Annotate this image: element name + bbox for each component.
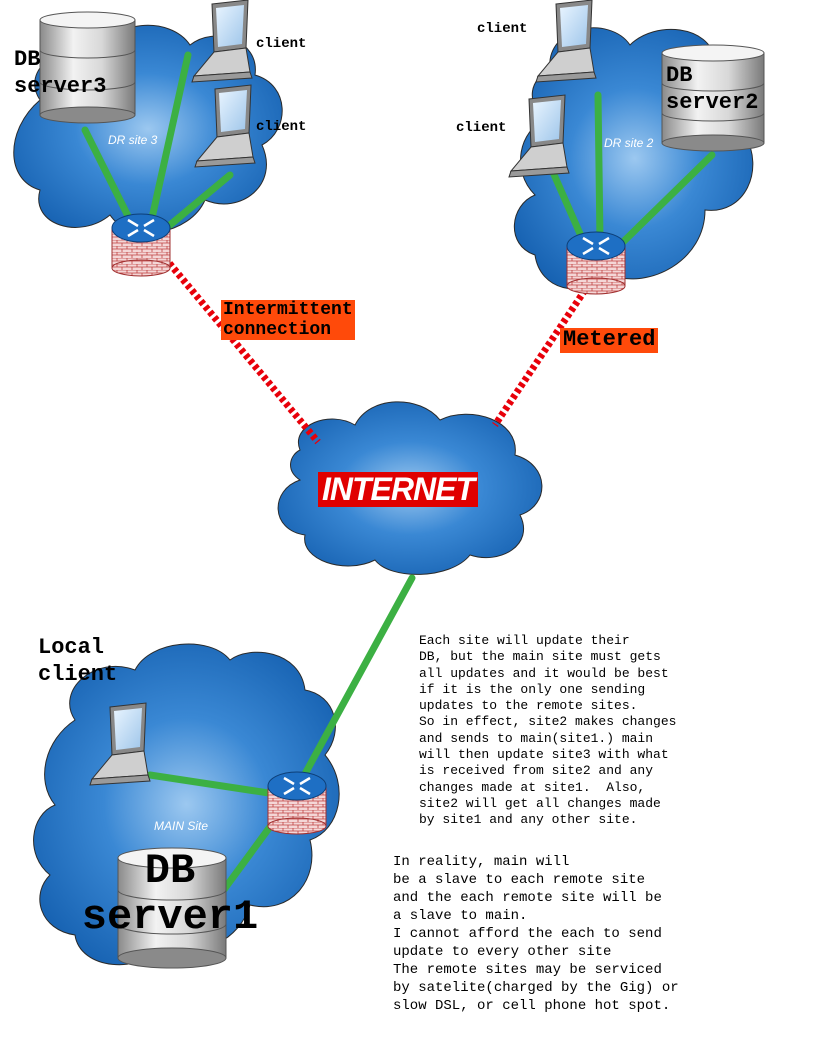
laptop-icon xyxy=(191,0,253,83)
laptop-icon xyxy=(508,94,570,178)
note-paragraph-1: Each site will update their DB, but the … xyxy=(419,633,677,828)
dr-site2-label: DR site 2 xyxy=(604,136,654,150)
note-paragraph-2: In reality, main will be a slave to each… xyxy=(393,854,679,1014)
metered-tag: Metered xyxy=(560,327,659,353)
db-server1-icon xyxy=(117,847,227,969)
local-client-label: Local client xyxy=(38,635,118,687)
router-firewall-icon xyxy=(111,213,171,277)
laptop-icon xyxy=(535,0,597,83)
laptop-icon xyxy=(194,84,256,168)
cloud-main-site xyxy=(33,643,340,966)
router-firewall-icon xyxy=(566,231,626,295)
main-site-label: MAIN Site xyxy=(154,819,209,833)
green-links xyxy=(81,51,716,899)
db-server3-icon xyxy=(39,11,136,124)
dr-site3-label: DR site 3 xyxy=(108,133,158,147)
intermittent-connection-tag: Intermittent connection xyxy=(221,300,355,341)
laptop-icon xyxy=(89,702,151,786)
db-server2-label: DB server2 xyxy=(666,63,759,115)
client-label: client xyxy=(456,120,507,136)
db-server2-icon xyxy=(661,44,765,152)
client-label: client xyxy=(477,21,528,37)
router-firewall-icon xyxy=(267,771,327,835)
db-server3-label: DB server3 xyxy=(14,47,107,99)
internet-label: INTERNET xyxy=(318,471,478,508)
client-label: client xyxy=(256,36,307,52)
client-label: client xyxy=(256,119,307,135)
db-server1-label: DB server1 xyxy=(81,847,259,941)
dashed-links xyxy=(162,255,588,445)
